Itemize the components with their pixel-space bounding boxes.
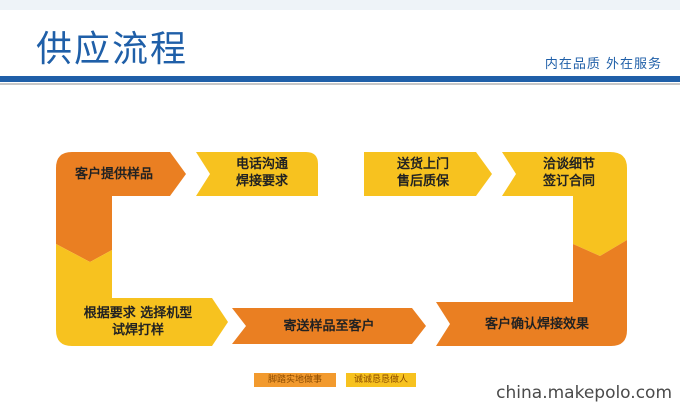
step1-label: 客户提供样品: [74, 167, 153, 182]
step4-label: 寄送样品至客户: [283, 319, 375, 334]
step1-shape: [56, 152, 186, 196]
motto-tag-2: 诚诚恳恳做人: [346, 373, 416, 387]
step3-shape: [56, 298, 228, 346]
step5-shape: [436, 302, 627, 346]
step2-shape: [196, 152, 318, 196]
step7-shape: [364, 152, 492, 196]
step6-label: 洽谈细节 签订合同: [542, 157, 595, 189]
slogan: 内在品质 外在服务: [544, 57, 662, 72]
header-rule: [0, 76, 680, 82]
step3-label: 根据要求 选择机型 试焊打样: [83, 306, 193, 338]
step5-label: 客户确认焊接效果: [484, 317, 589, 332]
connector-right-lower: [573, 240, 627, 302]
connector-right-upper: [573, 190, 627, 256]
step7-label: 送货上门 售后质保: [396, 157, 449, 189]
header-rule-shadow: [0, 83, 680, 85]
connector-left-upper: [56, 190, 112, 262]
top-strip: [0, 0, 680, 10]
page-title: 供应流程: [36, 29, 189, 70]
motto-tag-1: 脚踏实地做事: [254, 373, 336, 387]
step2-label: 电话沟通 焊接要求: [235, 157, 288, 189]
watermark: china.makepolo.com: [496, 383, 672, 403]
connector-left-lower: [56, 244, 112, 300]
step4-shape: [232, 308, 426, 344]
step6-shape: [502, 152, 627, 196]
